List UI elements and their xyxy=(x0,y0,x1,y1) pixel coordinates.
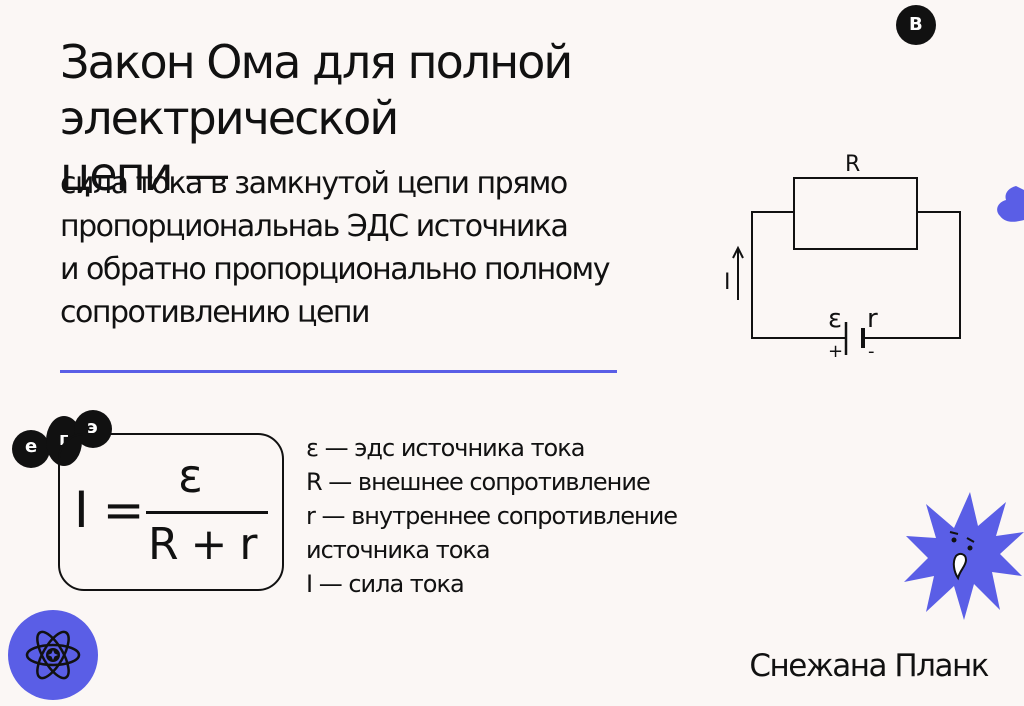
legend-line-4: источника тока xyxy=(306,536,491,564)
definition-line-3: и обратно пропорционально полному xyxy=(60,252,610,287)
resistor-rect xyxy=(793,177,918,250)
title-line-2: цепи — xyxy=(60,147,230,201)
legend-line-3: r — внутреннее сопротивление xyxy=(306,502,678,530)
plus-sign: + xyxy=(828,341,844,362)
resistor-label: R xyxy=(845,152,861,177)
current-arrow-head xyxy=(732,245,744,259)
fraction-bar xyxy=(146,511,268,514)
ege-badge-e: е xyxy=(12,430,50,468)
legend-line-5: I — сила тока xyxy=(306,570,465,598)
emf-label: ε xyxy=(828,304,843,334)
formula-numerator: ε xyxy=(178,449,203,503)
atom-icon xyxy=(8,610,98,700)
legend-line-2: R — внешнее сопротивление xyxy=(306,468,651,496)
corner-badge: В xyxy=(896,5,936,45)
formula-denominator: R + r xyxy=(148,519,258,570)
legend-line-1: ε — эдс источника тока xyxy=(306,434,585,462)
definition-line-4: сопротивлению цепи xyxy=(60,295,371,330)
wire-left xyxy=(751,211,846,339)
definition-line-2: пропорциональнаь ЭДС источника xyxy=(60,209,569,244)
page-title: Закон Ома для полной электрической цепи … xyxy=(60,34,920,202)
circuit-svg xyxy=(732,177,961,355)
minus-sign: - xyxy=(868,341,875,362)
internal-resistance-label: r xyxy=(867,304,878,334)
formula-lhs: I = xyxy=(74,481,145,539)
title-line-1: Закон Ома для полной электрической xyxy=(60,35,573,145)
spiky-star-face-icon xyxy=(904,492,1024,620)
corner-badge-letter: В xyxy=(909,14,923,35)
definition-text: сила тока в замкнутой цепи прямо пропорц… xyxy=(60,162,740,334)
formula-legend: ε — эдс источника тока R — внешнее сопро… xyxy=(306,431,766,601)
blob-shape-icon xyxy=(997,186,1024,222)
definition-line-1: сила тока в замкнутой цепи прямо xyxy=(60,166,568,201)
circuit-diagram: R ε r I + - xyxy=(720,150,980,370)
author-name: Снежана Планк xyxy=(749,648,989,684)
current-label: I xyxy=(724,270,731,295)
formula-box: I = ε R + r xyxy=(58,433,284,591)
divider-line xyxy=(60,370,617,373)
wire-right xyxy=(863,211,961,339)
